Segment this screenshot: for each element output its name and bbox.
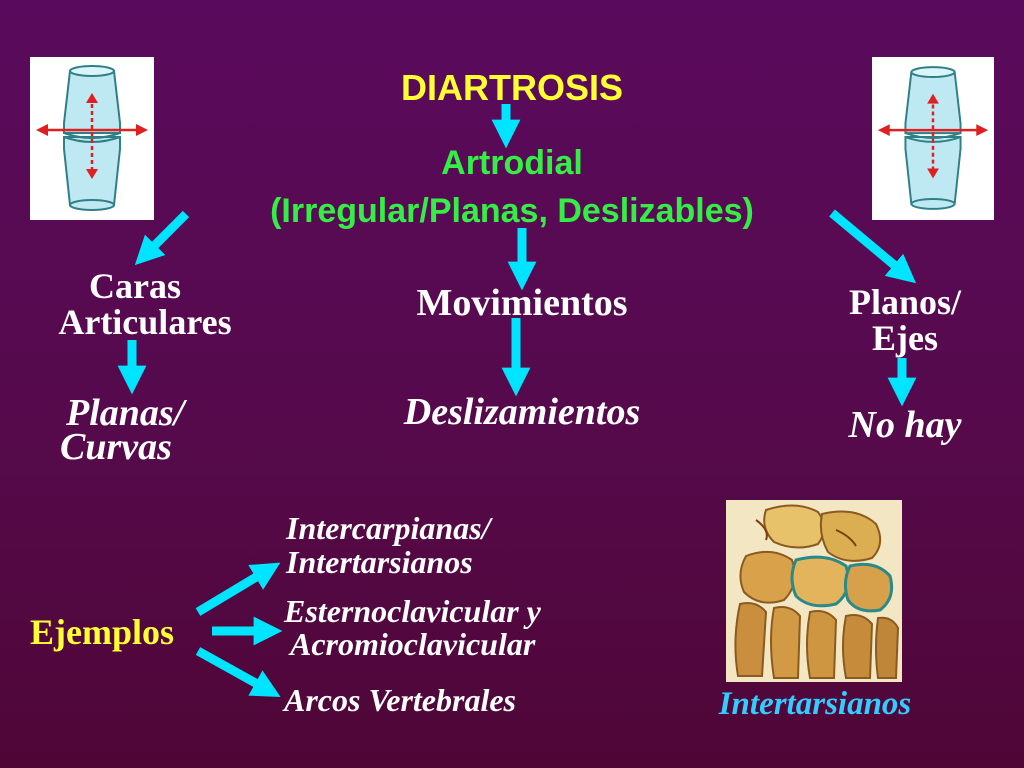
deslizamientos-value: Deslizamientos [403,391,641,433]
example-arcos-vertebrales: Arcos Vertebrales [284,682,516,718]
subtitle-line2: (Irregular/Planas, Deslizables) [270,192,754,230]
gliding-joint-icon [30,57,154,220]
example-esternoclavicular-line1: Esternoclavicular y [284,593,541,629]
gliding-joint-icon [872,57,994,220]
planos-heading-line2: Ejes [872,318,938,358]
example-esternoclavicular-line2: Acromioclavicular [290,626,536,662]
arrow-to-caras-articulares [134,210,190,266]
photo-caption: Intertarsianos [718,686,912,722]
subtitle-line1: Artrodial [441,144,583,182]
foot-bones-illustration [726,500,902,682]
planas-value-line2: Curvas [60,426,172,468]
movimientos-heading: Movimientos [416,282,628,324]
diagram-title: DIARTROSIS [400,67,623,108]
arrow-to-intercarpianas [195,562,281,616]
planas-value-line1: Planas/ [66,392,185,434]
caras-heading-line2: Articulares [58,302,232,342]
caras-heading-line1: Caras [89,266,181,306]
ejemplos-label: Ejemplos [30,612,174,652]
arrow-to-arcos-vertebrales [195,647,281,698]
example-intercarpianas-line1: Intercarpianas/ [286,510,491,546]
example-intercarpianas-line2: Intertarsianos [286,544,473,580]
no-hay-value: No hay [848,404,962,446]
planos-heading-line1: Planos/ [848,282,962,322]
arrow-to-planos-ejes [829,209,917,284]
